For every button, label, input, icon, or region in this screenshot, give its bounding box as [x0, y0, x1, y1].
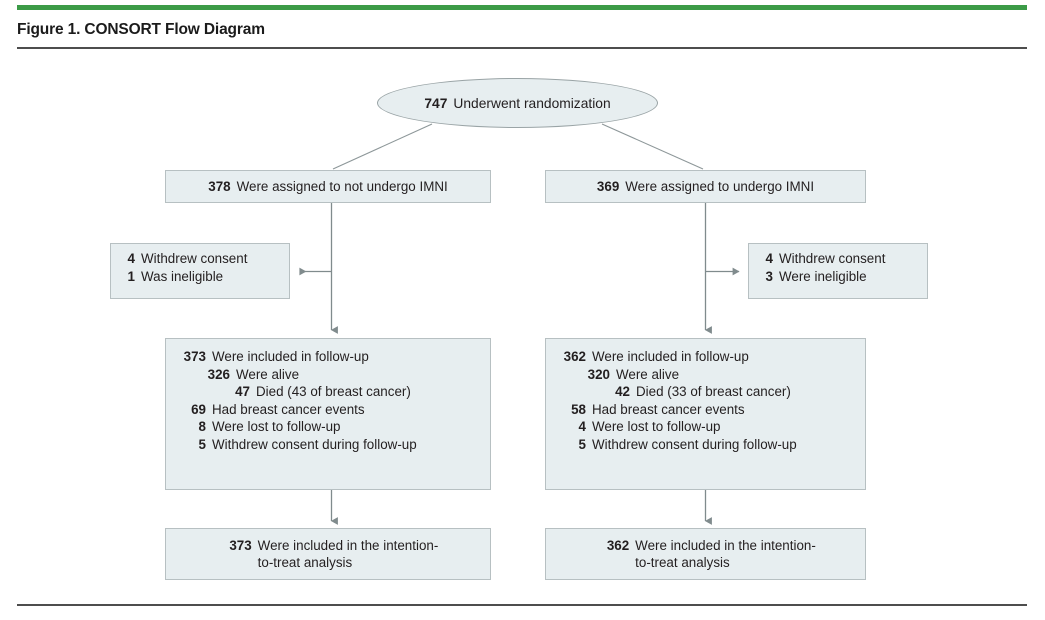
analysis-label-line2: to-treat analysis — [257, 555, 353, 570]
assignment-imni-label: Were assigned to undergo IMNI — [625, 178, 815, 194]
title-divider — [17, 47, 1027, 49]
followup-row: 42 Died (33 of breast cancer) — [554, 383, 857, 401]
exclusion-count: 3 — [765, 268, 773, 284]
followup-label: Had breast cancer events — [212, 401, 365, 417]
analysis-count: 362 — [606, 537, 630, 553]
assignment-control-count: 378 — [208, 178, 231, 194]
exclusion-label: Were ineligible — [779, 268, 867, 284]
figure-title: Figure 1. CONSORT Flow Diagram — [17, 21, 265, 38]
exclusion-label: Withdrew consent — [141, 251, 248, 266]
followup-row: 8 Were lost to follow-up — [174, 418, 482, 436]
followup-label: Died (33 of breast cancer) — [636, 384, 791, 399]
randomization-count: 747 — [424, 95, 448, 111]
followup-label: Were included in follow-up — [212, 349, 369, 364]
node-assignment-control: 378 Were assigned to not undergo IMNI — [165, 170, 491, 203]
node-assignment-imni: 369 Were assigned to undergo IMNI — [545, 170, 866, 203]
bottom-divider — [17, 604, 1027, 606]
followup-count: 42 — [615, 384, 630, 399]
followup-label: Had breast cancer events — [592, 401, 745, 417]
followup-label: Withdrew consent during follow-up — [212, 436, 417, 452]
exclusion-label: Withdrew consent — [779, 251, 886, 266]
followup-row: 362 Were included in follow-up — [554, 348, 857, 366]
followup-row: 5 Withdrew consent during follow-up — [174, 436, 482, 454]
followup-label: Withdrew consent during follow-up — [592, 436, 797, 452]
followup-count: 362 — [563, 349, 586, 364]
followup-row: 320 Were alive — [554, 366, 857, 384]
assignment-control-label: Were assigned to not undergo IMNI — [236, 178, 448, 194]
followup-row: 5 Withdrew consent during follow-up — [554, 436, 857, 454]
node-followup-control: 373 Were included in follow-up 326 Were … — [165, 338, 491, 490]
node-exclusions-imni: 4 Withdrew consent 3 Were ineligible — [748, 243, 928, 299]
followup-count: 5 — [198, 436, 206, 452]
followup-row: 47 Died (43 of breast cancer) — [174, 383, 482, 401]
followup-label: Were alive — [616, 366, 680, 382]
analysis-count: 373 — [229, 537, 252, 553]
followup-count: 373 — [183, 349, 206, 364]
followup-row: 373 Were included in follow-up — [174, 348, 482, 366]
node-followup-imni: 362 Were included in follow-up 320 Were … — [545, 338, 866, 490]
assignment-imni-count: 369 — [596, 178, 620, 194]
followup-count: 4 — [578, 419, 586, 434]
followup-count: 5 — [578, 436, 586, 452]
followup-label: Were included in follow-up — [592, 349, 749, 364]
accent-bar — [17, 5, 1027, 10]
followup-count: 326 — [207, 366, 230, 382]
exclusion-count: 4 — [127, 251, 135, 266]
followup-label: Were lost to follow-up — [592, 419, 721, 434]
exclusion-row: 1 Was ineligible — [121, 268, 279, 286]
randomization-label: Underwent randomization — [453, 95, 611, 111]
node-analysis-imni: 362 Were included in the intention- to-t… — [545, 528, 866, 580]
exclusion-row: 4 Withdrew consent — [121, 250, 279, 268]
node-exclusions-control: 4 Withdrew consent 1 Was ineligible — [110, 243, 290, 299]
followup-count: 47 — [235, 384, 250, 399]
followup-label: Were alive — [236, 366, 300, 382]
analysis-label-line2: to-treat analysis — [635, 555, 730, 570]
analysis-label-line1: Were included in the intention- — [635, 537, 816, 553]
followup-row: 69 Had breast cancer events — [174, 401, 482, 419]
followup-count: 69 — [191, 401, 206, 417]
exclusion-count: 4 — [765, 251, 773, 266]
followup-count: 320 — [587, 366, 610, 382]
followup-label: Died (43 of breast cancer) — [256, 384, 411, 399]
followup-count: 8 — [198, 419, 206, 434]
exclusion-row: 3 Were ineligible — [759, 268, 917, 286]
followup-count: 58 — [571, 401, 586, 417]
followup-row: 58 Had breast cancer events — [554, 401, 857, 419]
node-randomization: 747 Underwent randomization — [377, 78, 658, 128]
followup-label: Were lost to follow-up — [212, 419, 341, 434]
exclusion-row: 4 Withdrew consent — [759, 250, 917, 268]
analysis-label-line1: Were included in the intention- — [257, 537, 439, 553]
exclusion-label: Was ineligible — [141, 268, 224, 284]
followup-row: 326 Were alive — [174, 366, 482, 384]
followup-row: 4 Were lost to follow-up — [554, 418, 857, 436]
node-analysis-control: 373 Were included in the intention- to-t… — [165, 528, 491, 580]
exclusion-count: 1 — [127, 268, 135, 284]
